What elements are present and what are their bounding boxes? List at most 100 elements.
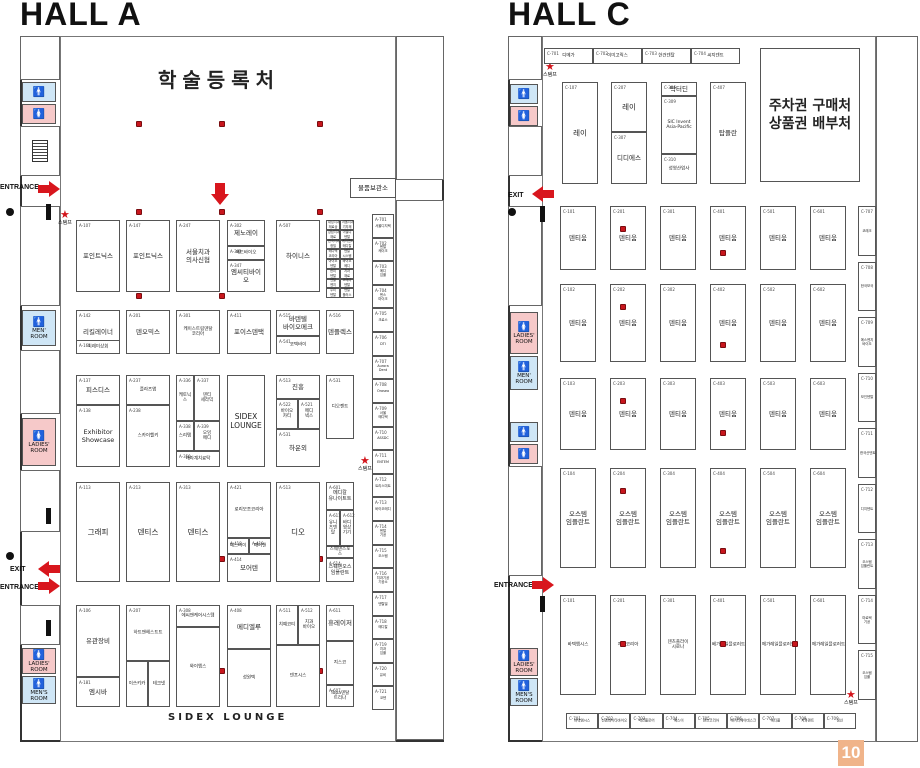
booth[interactable]: 덴프시스 — [276, 645, 320, 707]
booth[interactable]: 대성치과 재료상 — [326, 220, 340, 230]
booth[interactable]: 덴탈 엔지 — [326, 278, 340, 289]
booth[interactable]: 케이엔디 메디칼 — [340, 239, 354, 250]
booth[interactable]: 코메디 덴탈 — [340, 278, 354, 289]
booth[interactable]: 덴탈 플러스 — [340, 288, 354, 298]
booth[interactable]: 메디텍 코리아 — [326, 249, 340, 259]
booth[interactable]: 이쓰키카 — [126, 661, 148, 707]
booth[interactable]: 성원텍 — [227, 649, 271, 707]
booth[interactable]: 서울치과 기자재 — [340, 220, 354, 230]
booth[interactable]: 강남치과 재료 — [326, 230, 340, 240]
booth[interactable]: 덴탈 시스템 — [340, 249, 354, 259]
booth[interactable]: 테크넷 — [148, 661, 170, 707]
booth[interactable]: 치과 재료 — [340, 269, 354, 279]
booth[interactable]: 이엘디 덴탈 — [340, 230, 354, 240]
sidex-lounge-booth[interactable]: SIDEX LOUNGE — [227, 375, 265, 467]
